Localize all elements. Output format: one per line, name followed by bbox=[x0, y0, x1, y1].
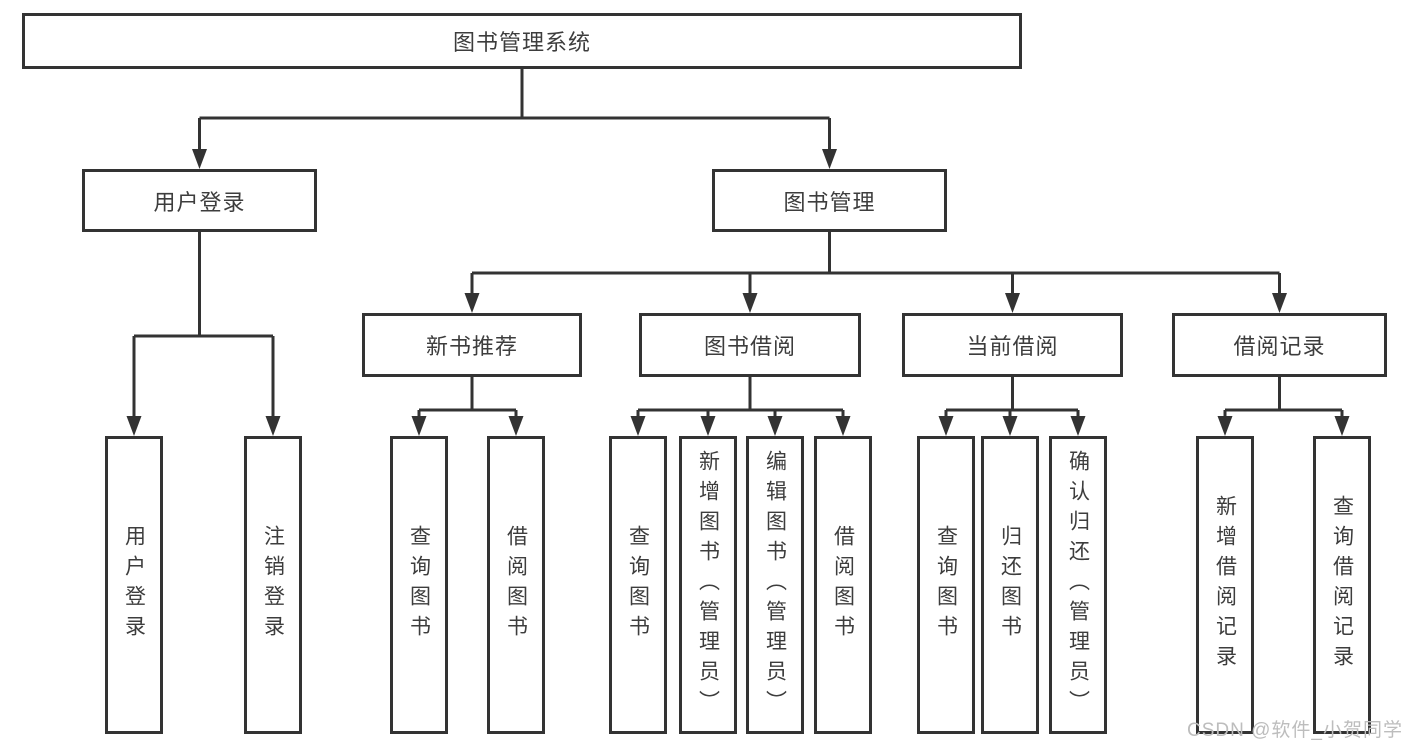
leaf-query-books-2-label: 查询图书 bbox=[626, 525, 650, 645]
leaf-edit-book-admin-label: 编辑图书（管理员） bbox=[763, 450, 787, 720]
leaf-confirm-return-admin-label: 确认归还（管理员） bbox=[1066, 450, 1090, 720]
leaf-user-login: 用户登录 bbox=[105, 436, 163, 734]
leaf-user-login-label: 用户登录 bbox=[122, 525, 146, 645]
leaf-logout: 注销登录 bbox=[244, 436, 302, 734]
node-user-login: 用户登录 bbox=[82, 169, 317, 232]
node-new-book-recommend: 新书推荐 bbox=[362, 313, 582, 377]
node-root-system: 图书管理系统 bbox=[22, 13, 1022, 69]
leaf-return-book-label: 归还图书 bbox=[998, 525, 1022, 645]
leaf-logout-label: 注销登录 bbox=[261, 525, 285, 645]
leaf-confirm-return-admin: 确认归还（管理员） bbox=[1049, 436, 1107, 734]
leaf-query-books-3: 查询图书 bbox=[917, 436, 975, 734]
leaf-query-books-2: 查询图书 bbox=[609, 436, 667, 734]
leaf-query-borrow-record-label: 查询借阅记录 bbox=[1330, 495, 1354, 675]
leaf-query-books-1: 查询图书 bbox=[390, 436, 448, 734]
leaf-query-borrow-record: 查询借阅记录 bbox=[1313, 436, 1371, 734]
leaf-borrow-books-2: 借阅图书 bbox=[814, 436, 872, 734]
leaf-add-book-admin-label: 新增图书（管理员） bbox=[696, 450, 720, 720]
leaf-borrow-books-1-label: 借阅图书 bbox=[504, 525, 528, 645]
leaf-query-books-3-label: 查询图书 bbox=[934, 525, 958, 645]
leaf-return-book: 归还图书 bbox=[981, 436, 1039, 734]
leaf-borrow-books-2-label: 借阅图书 bbox=[831, 525, 855, 645]
leaf-borrow-books-1: 借阅图书 bbox=[487, 436, 545, 734]
csdn-watermark: CSDN @软件_小贺同学 bbox=[1187, 720, 1403, 741]
node-borrowing-records: 借阅记录 bbox=[1172, 313, 1387, 377]
leaf-add-borrow-record: 新增借阅记录 bbox=[1196, 436, 1254, 734]
leaf-query-books-1-label: 查询图书 bbox=[407, 525, 431, 645]
node-book-borrowing: 图书借阅 bbox=[639, 313, 861, 377]
leaf-add-borrow-record-label: 新增借阅记录 bbox=[1213, 495, 1237, 675]
leaf-edit-book-admin: 编辑图书（管理员） bbox=[746, 436, 804, 734]
node-book-management: 图书管理 bbox=[712, 169, 947, 232]
node-current-borrowing: 当前借阅 bbox=[902, 313, 1123, 377]
leaf-add-book-admin: 新增图书（管理员） bbox=[679, 436, 737, 734]
